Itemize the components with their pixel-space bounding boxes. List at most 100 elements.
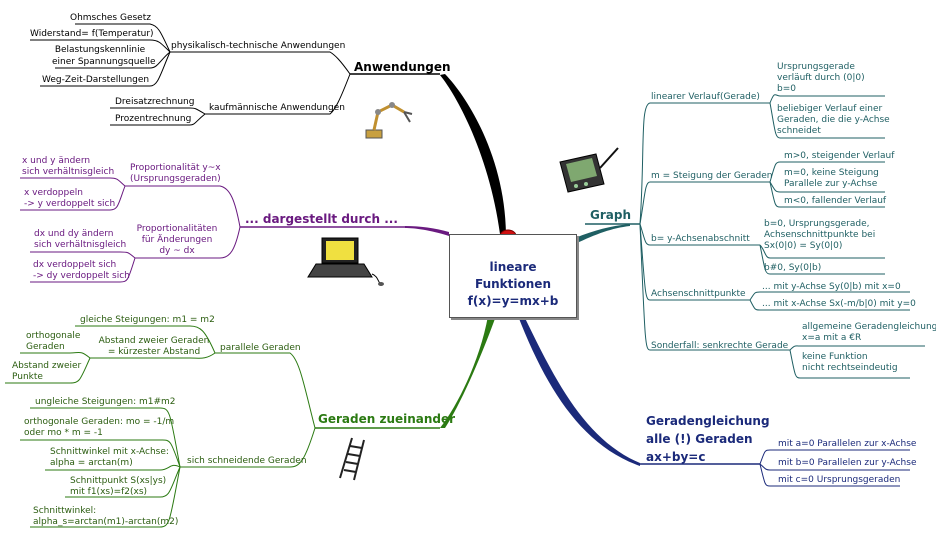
text-line: Schnittwinkel: [33,506,97,516]
center-title: lineare Funktionen [475,260,551,291]
text-line: Parallele zur y-Achse [784,179,878,189]
text-line: orthogonale Geraden: mo = -1/m [24,417,175,427]
text-line: = kürzester Abstand [107,347,201,357]
text-line: b=0 [777,84,796,94]
node-b-null[interactable]: b=0, Ursprungsgerade, Achsenschnittpunkt… [764,219,875,252]
node-linear[interactable]: linearer Verlauf(Gerade) [651,92,760,102]
node-yachse[interactable]: b= y-Achsenabschnitt [651,234,750,244]
text-line: b=0, Ursprungsgerade, [764,219,870,229]
text-line: x=a mit a €R [802,333,862,343]
robot-arm-icon [365,102,413,139]
branch-dargestellt-connector [405,226,449,236]
text-line: alpha = arctan(m) [50,458,133,468]
branch-title-anwendungen[interactable]: Anwendungen [354,60,451,74]
ladder-icon [339,437,365,481]
text-line: dx verdoppelt sich [33,260,117,270]
node-m-negativ[interactable]: m<0, fallender Verlauf [784,196,887,206]
branch-title-dargestellt[interactable]: ... dargestellt durch ... [245,212,398,226]
node-keine-funktion[interactable]: keine Funktion nicht rechtseindeutig [802,352,898,374]
node-widerstand[interactable]: Widerstand= f(Temperatur) [30,29,154,39]
prop1-line: (Ursprungsgeraden) [130,174,221,184]
text-line: beliebiger Verlauf einer [777,104,883,114]
node-schnittpunkt[interactable]: Schnittpunkt S(xs|ys) mit f1(xs)=f2(xs) [70,476,166,498]
node-gleiche-steigung[interactable]: gleiche Steigungen: m1 = m2 [80,315,215,325]
node-parallel[interactable]: parallele Geraden [220,343,301,353]
node-schneidend[interactable]: sich schneidende Geraden [187,456,307,466]
text-line: Geraden, die die y-Achse [777,115,890,125]
node-beliebig[interactable]: beliebiger Verlauf einer Geraden, die di… [777,104,890,137]
node-allgemeine[interactable]: allgemeine Geradengleichung x=a mit a €R [802,322,936,344]
text-line: -> dy verdoppelt sich [33,271,130,281]
text-line: Abstand zweier Geraden [98,336,210,346]
pda-icon [559,147,619,193]
text-line: x verdoppeln [24,188,83,198]
node-schnittwinkel[interactable]: Schnittwinkel: alpha_s=arctan(m1)-arctan… [33,506,178,528]
text-line: orthogonale [26,331,81,341]
text-line: sich verhältnisgleich [22,167,115,177]
text-line: Punkte [12,372,43,382]
node-dxdy-aendern[interactable]: dx und dy ändern sich verhältnisgleich [34,229,126,251]
node-m-null[interactable]: m=0, keine Steigung Parallele zur y-Achs… [784,168,879,190]
node-b-ungleich[interactable]: b#0, Sy(0|b) [764,263,822,273]
branch-title-geraden[interactable]: Geraden zueinander [318,412,456,426]
text-line: alpha_s=arctan(m1)-arctan(m2) [33,517,179,527]
node-a-null[interactable]: mit a=0 Parallelen zur x-Achse [778,439,917,449]
branch-anwendungen-connector [440,74,506,234]
node-prop1[interactable]: Proportionalität y~x (Ursprungsgeraden) [130,163,221,185]
laptop-icon [307,237,384,286]
text-line: Geraden [26,342,65,352]
branch-geraden-connector [440,316,496,428]
node-ohm[interactable]: Ohmsches Gesetz [70,13,151,23]
text-line: oder mo * m = -1 [24,428,103,438]
node-m-positiv[interactable]: m>0, steigender Verlauf [784,151,895,161]
gleichung-title-line: Geradengleichung [646,414,770,428]
node-physik[interactable]: physikalisch-technische Anwendungen [171,41,346,51]
node-weg-zeit[interactable]: Weg-Zeit-Darstellungen [42,75,150,85]
gleichung-title-line: alle (!) Geraden [646,432,753,446]
node-abstand-punkte[interactable]: Abstand zweier Punkte [12,361,81,383]
branch-title-gleichung[interactable]: Geradengleichung alle (!) Geraden ax+by=… [646,412,770,466]
node-kaufm[interactable]: kaufmännische Anwendungen [209,103,345,113]
node-prozent[interactable]: Prozentrechnung [115,114,192,124]
node-xy-aendern[interactable]: x und y ändern sich verhältnisgleich [22,156,114,178]
node-x-verdoppeln[interactable]: x verdoppeln -> y verdoppelt sich [24,188,115,210]
node-belastung[interactable]: Belastungskennlinie [54,45,146,55]
prop2-line: dy ~ dx [159,246,195,256]
node-abstand-geraden[interactable]: Abstand zweier Geraden = kürzester Absta… [94,336,214,358]
node-prop2[interactable]: Proportionalitäten für Änderungen dy ~ d… [134,224,220,257]
text-line: Sx(0|0) = Sy(0|0) [764,241,843,251]
branch-graph-connector [575,224,630,244]
node-schnittwinkel-x[interactable]: Schnittwinkel mit x-Achse: alpha = arcta… [50,447,169,469]
node-orthogonal-schneidend[interactable]: orthogonale Geraden: mo = -1/m oder mo *… [24,417,174,439]
node-ursprungsgerade[interactable]: Ursprungsgerade verläuft durch (0|0) b=0 [777,62,865,95]
node-sonderfall[interactable]: Sonderfall: senkrechte Gerade [651,341,789,351]
node-ungleiche[interactable]: ungleiche Steigungen: m1#m2 [35,397,176,407]
node-dreisatz[interactable]: Dreisatzrechnung [115,97,195,107]
text-line: Schnittwinkel mit x-Achse: [50,447,169,457]
center-node[interactable]: lineare Funktionen f(x)=y=mx+b [449,234,577,318]
node-achsen[interactable]: Achsenschnittpunkte [651,289,746,299]
node-dx-verdoppelt[interactable]: dx verdoppelt sich -> dy verdoppelt sich [33,260,130,282]
prop2-line: für Änderungen [141,235,213,245]
node-mit-yachse[interactable]: ... mit y-Achse Sy(0|b) mit x=0 [762,282,901,292]
node-orthogonale[interactable]: orthogonale Geraden [26,331,80,353]
branch-title-graph[interactable]: Graph [590,208,631,222]
prop2-line: Proportionalitäten [136,224,218,234]
branch-gleichung-connector [518,316,640,466]
node-steigung[interactable]: m = Steigung der Geraden [651,171,773,181]
text-line: Achsenschnittpunkte bei [764,230,876,240]
text-line: nicht rechtseindeutig [802,363,898,373]
text-line: x und y ändern [22,156,91,166]
node-mit-xachse[interactable]: ... mit x-Achse Sx(-m/b|0) mit y=0 [762,299,916,309]
text-line: Schnittpunkt S(xs|ys) [70,476,167,486]
center-formula: f(x)=y=mx+b [467,294,559,308]
node-spannungsquelle[interactable]: einer Spannungsquelle [52,57,156,67]
node-b-null-gleichung[interactable]: mit b=0 Parallelen zur y-Achse [778,458,917,468]
text-line: dx und dy ändern [34,229,114,239]
text-line: -> y verdoppelt sich [24,199,116,209]
node-c-null[interactable]: mit c=0 Ursprungsgeraden [778,475,901,485]
text-line: Ursprungsgerade [777,62,855,72]
text-line: schneidet [777,126,821,136]
